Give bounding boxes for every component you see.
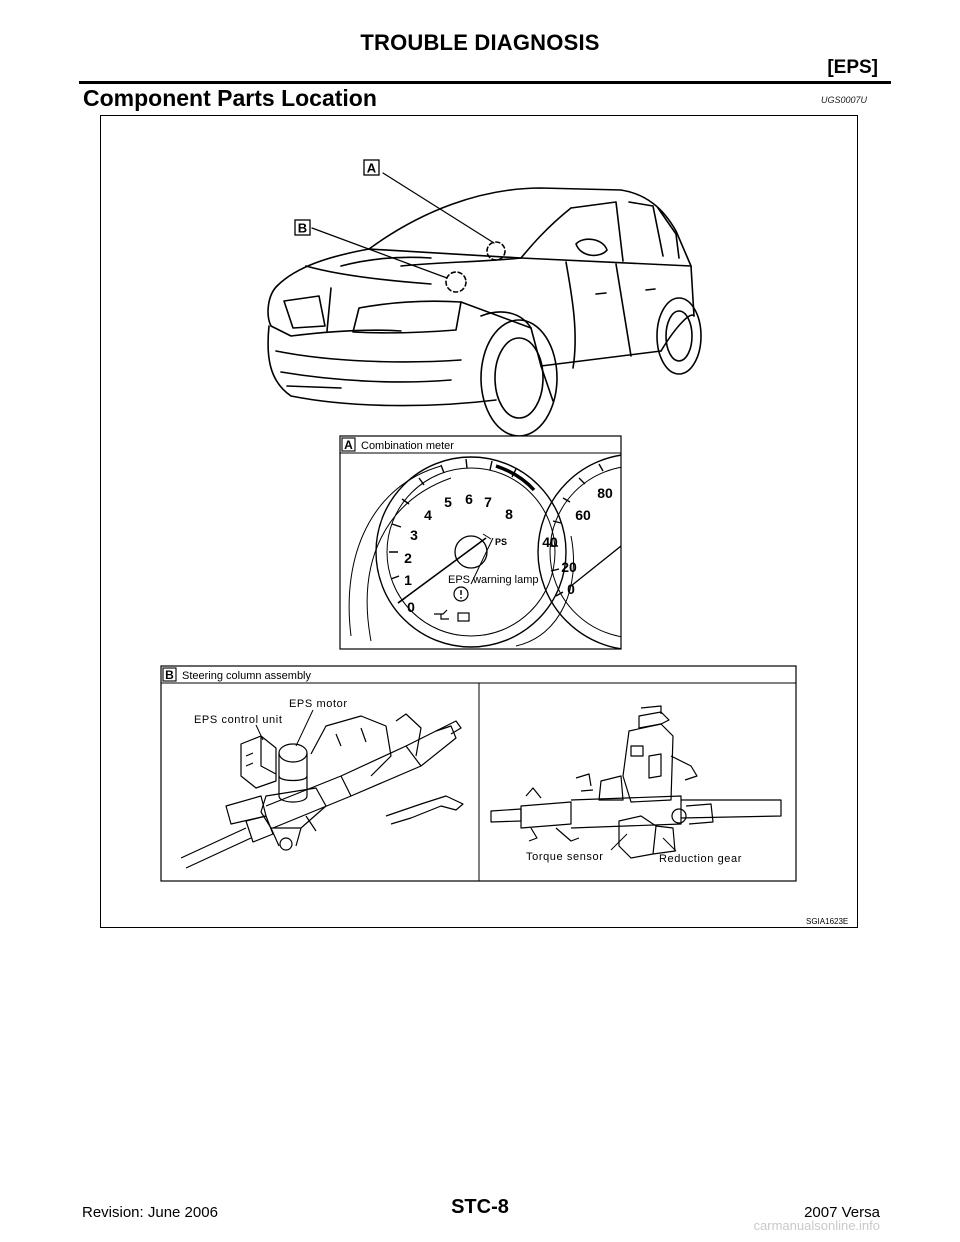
component-figure: A B A Combination meter	[100, 115, 858, 928]
section-title: Component Parts Location	[83, 85, 377, 111]
panel-b-letter-box	[162, 667, 177, 682]
tach-scale-numbers: 0 1 2 3 4 5 6 7 8	[404, 491, 513, 615]
page-header-title: TROUBLE DIAGNOSIS	[360, 30, 600, 55]
svg-text:20: 20	[561, 559, 577, 575]
panel-combination-meter: A Combination meter	[339, 435, 622, 650]
svg-text:8: 8	[505, 506, 513, 522]
car-illustration	[267, 172, 702, 437]
svg-text:3: 3	[410, 527, 418, 543]
figure-id: SGIA1623E	[806, 917, 848, 926]
svg-text:0: 0	[567, 581, 575, 597]
speedo-scale-numbers: 0 20 40 60 80	[542, 485, 613, 597]
panel-b-title: Steering column assembly	[182, 670, 312, 682]
watermark: carmanualsonline.info	[753, 1218, 880, 1233]
svg-text:A: A	[367, 161, 377, 176]
page-header-section: [EPS]	[827, 57, 878, 78]
panel-a-letter-box	[341, 437, 356, 452]
svg-text:80: 80	[597, 485, 613, 501]
panel-steering-column: B Steering column assembly	[160, 665, 797, 882]
svg-text:4: 4	[424, 507, 432, 523]
footer-page-number: STC-8	[451, 1196, 509, 1218]
svg-text:60: 60	[575, 507, 591, 523]
torque-sensor-label: Torque sensor	[526, 851, 604, 863]
footer-model: 2007 Versa	[804, 1204, 880, 1221]
panel-a-letter: A	[344, 438, 353, 452]
footer-revision: Revision: June 2006	[82, 1204, 218, 1221]
panel-b-letter: B	[165, 668, 174, 682]
header-rule	[79, 81, 891, 84]
reduction-gear-label: Reduction gear	[659, 853, 742, 865]
section-code: UGS0007U	[820, 95, 867, 105]
svg-text:40: 40	[542, 534, 558, 550]
figure-illustration: A B A Combination meter	[160, 159, 848, 926]
svg-text:6: 6	[465, 491, 473, 507]
eps-control-unit-label: EPS control unit	[194, 714, 282, 726]
svg-text:2: 2	[404, 550, 412, 566]
eps-warning-lamp-label: EPS warning lamp	[448, 574, 539, 586]
svg-text:B: B	[298, 221, 307, 236]
steering-column-left-view	[180, 713, 464, 869]
svg-text:5: 5	[444, 494, 452, 510]
svg-text:0: 0	[407, 599, 415, 615]
steering-column-right-view	[490, 705, 782, 859]
callout-a: A	[363, 159, 380, 176]
eps-motor-label: EPS motor	[289, 698, 348, 710]
panel-a-title: Combination meter	[361, 440, 454, 452]
ps-label: PS	[495, 537, 507, 547]
callout-b: B	[294, 219, 311, 236]
svg-text:7: 7	[484, 494, 492, 510]
svg-text:1: 1	[404, 572, 412, 588]
